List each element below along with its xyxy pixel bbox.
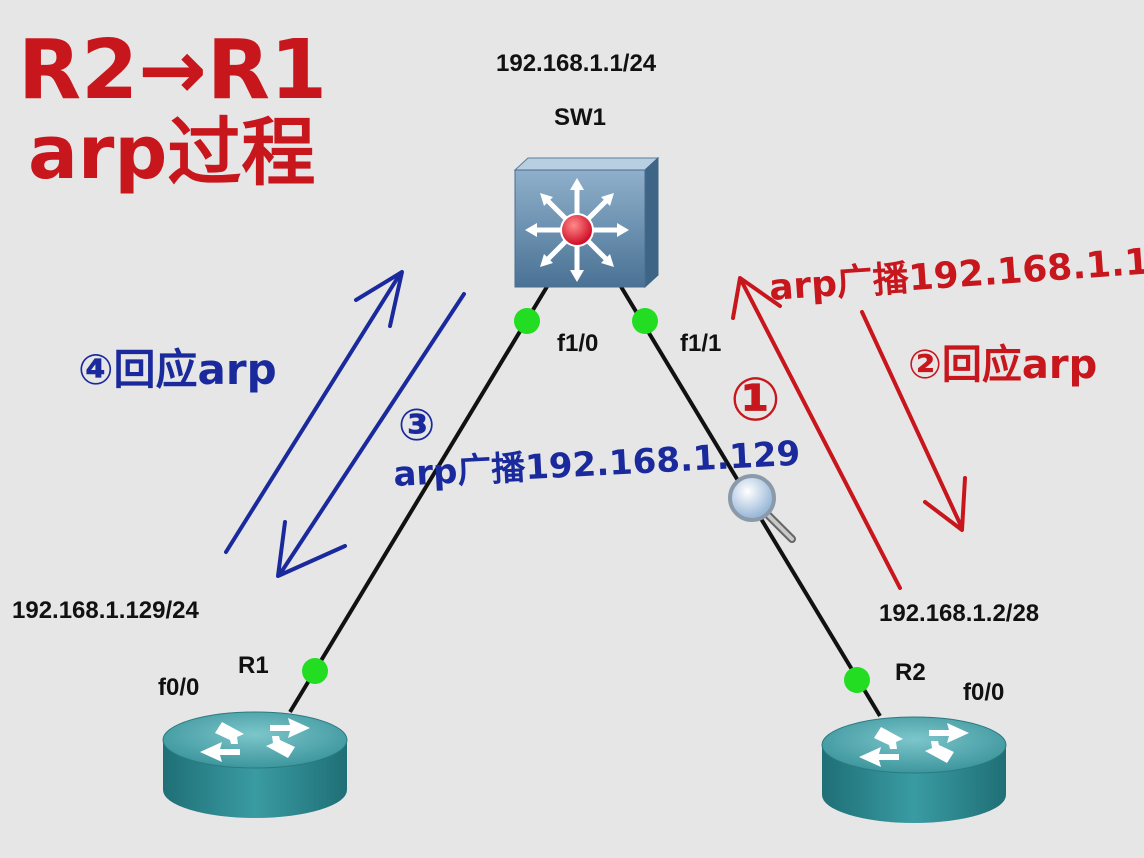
- r1-ip-label: 192.168.1.129/24: [12, 597, 199, 624]
- port-dot-f1-1: [632, 308, 658, 334]
- step2-reply-label: ②回应arp: [908, 342, 1097, 388]
- link-sw1-r1[interactable]: [288, 283, 550, 714]
- port-label-f1-1: f1/1: [680, 330, 721, 357]
- r2-port-label: f0/0: [963, 679, 1004, 706]
- router-icon[interactable]: [821, 716, 1007, 823]
- port-label-f1-0: f1/0: [557, 330, 598, 357]
- magnifier-icon[interactable]: [728, 474, 796, 543]
- r1-port-label: f0/0: [158, 674, 199, 701]
- arrow-step4-reply: [224, 270, 404, 554]
- r2-ip-label: 192.168.1.2/28: [879, 600, 1039, 627]
- sw1-name-label: SW1: [554, 104, 606, 131]
- router-icon[interactable]: [162, 711, 348, 818]
- r1-name-label: R1: [238, 652, 269, 679]
- multilayer-switch-icon[interactable]: [513, 156, 660, 289]
- port-dot-f1-0: [514, 308, 540, 334]
- step3-marker: ③: [398, 400, 435, 451]
- arrow-step3-broadcast: [276, 292, 466, 578]
- arrow-step1-broadcast: [731, 276, 902, 590]
- step1-broadcast-label: arp广播192.168.1.1: [768, 241, 1144, 308]
- title-line-2: arp过程: [28, 110, 315, 196]
- port-dot-r2-f0-0: [844, 667, 870, 693]
- step1-marker: ①: [730, 365, 781, 435]
- step4-reply-label: ④回应arp: [78, 345, 277, 394]
- sw1-ip-label: 192.168.1.1/24: [496, 50, 657, 77]
- arrow-step2-reply: [860, 310, 967, 532]
- port-dot-r1-f0-0: [302, 658, 328, 684]
- title-line-1: R2→R1: [18, 23, 327, 118]
- r2-name-label: R2: [895, 659, 926, 686]
